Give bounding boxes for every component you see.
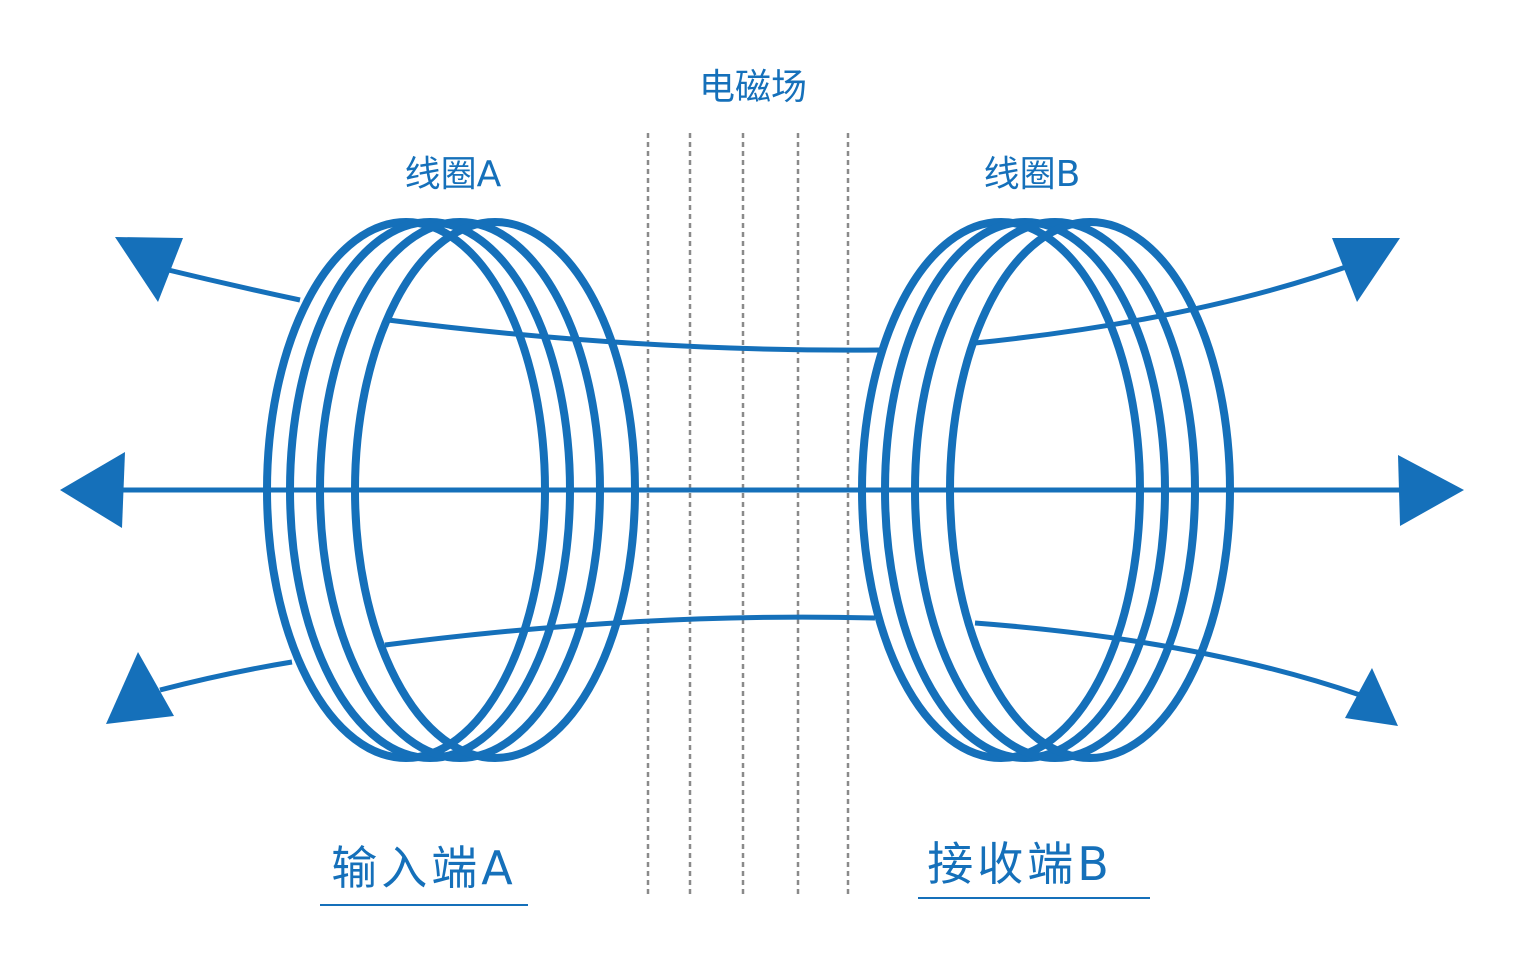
field-lines xyxy=(90,259,1430,698)
receiver-underline xyxy=(918,897,1150,899)
coil-b-label: 线圈B xyxy=(983,154,1081,195)
field-line-bottom-right xyxy=(974,620,1361,698)
coil-a-label: 线圈A xyxy=(404,154,502,195)
arrow-down-right-icon xyxy=(1345,668,1398,726)
arrow-right-icon xyxy=(1398,455,1464,526)
input-label: 输入端A xyxy=(331,841,517,895)
receiver-label: 接收端B xyxy=(927,837,1113,891)
field-line-bottom-mid xyxy=(384,614,876,648)
arrow-left-icon xyxy=(60,452,125,528)
coil-b xyxy=(858,218,1234,762)
arrow-up-left-icon xyxy=(115,237,183,302)
field-line-top-right xyxy=(974,259,1361,346)
input-underline xyxy=(320,904,528,906)
arrow-down-left-icon xyxy=(106,652,174,724)
arrowheads xyxy=(60,237,1464,726)
field-line-top-mid xyxy=(387,317,881,353)
field-line-bottom-left xyxy=(159,659,293,693)
field-title: 电磁场 xyxy=(698,67,808,108)
arrow-up-right-icon xyxy=(1332,238,1400,302)
field-line-top-left xyxy=(159,265,301,303)
field-dashed-lines xyxy=(646,133,850,897)
coil-a xyxy=(263,218,639,762)
